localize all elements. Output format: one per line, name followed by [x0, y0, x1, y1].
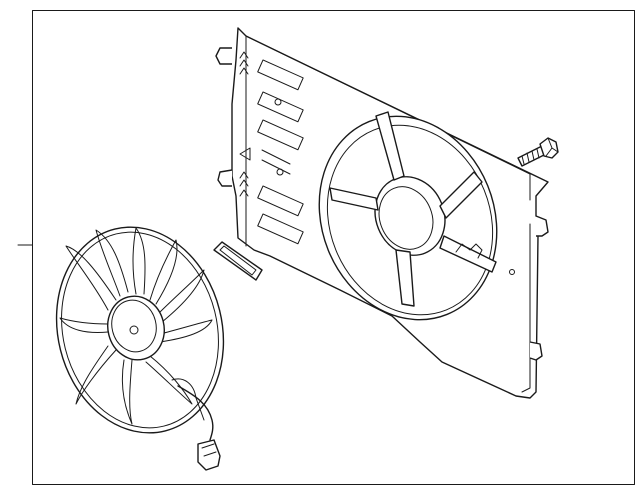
fan-assembly	[55, 226, 225, 434]
shroud-louvers	[257, 59, 515, 275]
diagram-border	[32, 10, 635, 485]
wiring-connector	[177, 385, 221, 471]
seal-strip	[213, 241, 263, 281]
mounting-bolt	[517, 137, 559, 167]
fan-shroud	[215, 27, 549, 399]
fan-blades	[59, 227, 213, 425]
